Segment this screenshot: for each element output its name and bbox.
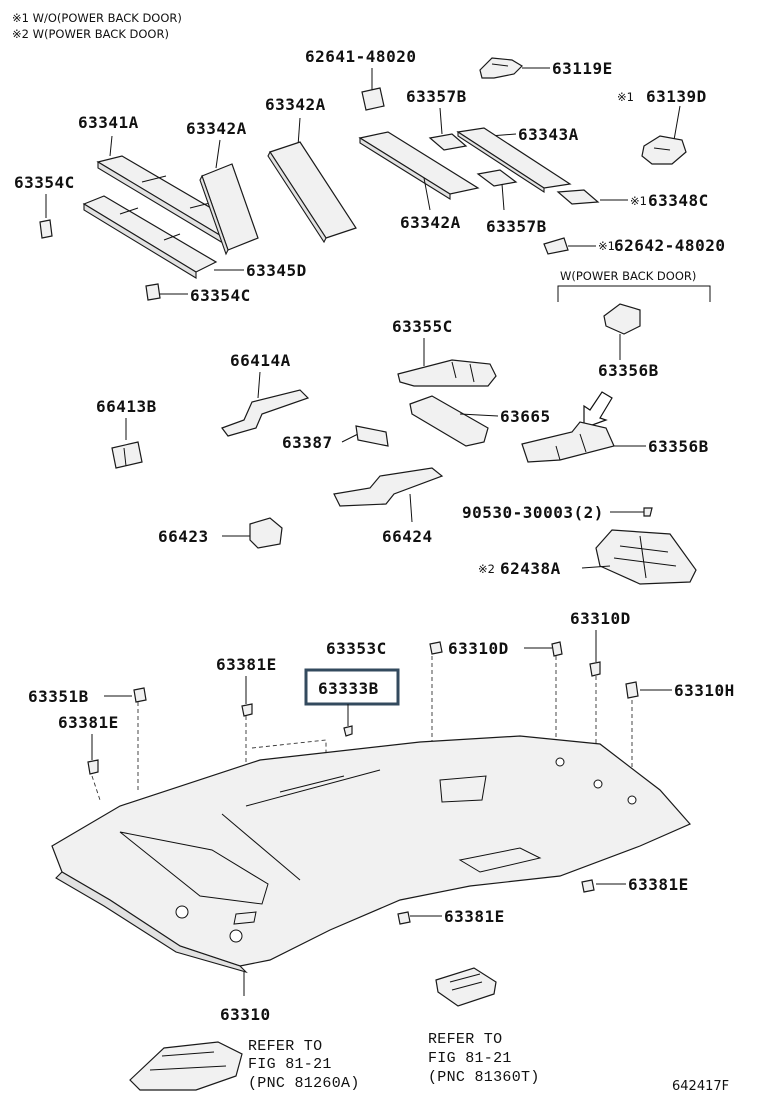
part-63357B-1[interactable] [428, 133, 468, 151]
label-63345D: 63345D [246, 261, 307, 280]
refer-left-line1: REFER TO [248, 1038, 322, 1055]
label-62641-48020: 62641-48020 [305, 47, 416, 66]
part-63139D[interactable] [641, 135, 687, 165]
part-63381E-clip-2[interactable] [87, 759, 99, 775]
label-90530-30003: 90530-30003(2) [462, 503, 604, 522]
label-63381E-3: 63381E [628, 875, 689, 894]
label-63351B: 63351B [28, 687, 89, 706]
part-63354C-1[interactable] [39, 219, 53, 239]
part-63310D-clip-a[interactable] [589, 661, 601, 677]
label-63119E: 63119E [552, 59, 613, 78]
part-62641-48020[interactable] [361, 87, 385, 111]
part-63353C[interactable] [429, 641, 443, 655]
refer-right-line1: REFER TO [428, 1031, 502, 1048]
label-63357B-1: 63357B [406, 87, 467, 106]
label-66413B: 66413B [96, 397, 157, 416]
label-63354C-1: 63354C [14, 173, 75, 192]
label-63341A: 63341A [78, 113, 139, 132]
w-power-back-door-label: W(POWER BACK DOOR) [560, 269, 696, 283]
label-63356B-1: 63356B [598, 361, 659, 380]
part-63356B-2[interactable] [521, 421, 615, 463]
label-63348C: 63348C [648, 191, 709, 210]
part-63342A-3[interactable] [358, 131, 480, 200]
part-63310H-clip[interactable] [625, 681, 639, 699]
label-63310D-b: 63310D [448, 639, 509, 658]
part-63356B-1[interactable] [603, 303, 641, 335]
part-66423[interactable] [249, 517, 283, 549]
part-63348C[interactable] [556, 189, 600, 205]
label-63139D: 63139D [646, 87, 707, 106]
mark-1-a: ※1 [617, 90, 634, 104]
part-62642-48020[interactable] [543, 237, 569, 255]
label-63387: 63387 [282, 433, 333, 452]
refer-right-line3: (PNC 81360T) [428, 1069, 540, 1086]
highlight-box-63333B[interactable] [304, 668, 400, 706]
note-2: ※2 W(POWER BACK DOOR) [12, 27, 169, 41]
label-66423: 66423 [158, 527, 209, 546]
part-62438A[interactable] [595, 529, 697, 585]
label-63343A: 63343A [518, 125, 579, 144]
part-63351B[interactable] [133, 687, 147, 703]
refer-left-line3: (PNC 81260A) [248, 1075, 360, 1092]
part-63355C[interactable] [397, 359, 497, 387]
label-63342A-2: 63342A [265, 95, 326, 114]
map-lamp-left[interactable] [129, 1041, 243, 1091]
part-63342A-2[interactable] [267, 141, 357, 244]
label-63354C-2: 63354C [190, 286, 251, 305]
part-63333B[interactable] [343, 725, 353, 737]
part-63310D-clip-b[interactable] [551, 641, 563, 657]
mark-1-c: ※1 [598, 239, 615, 253]
label-63342A-3: 63342A [400, 213, 461, 232]
label-62642-48020: 62642-48020 [614, 236, 725, 255]
part-63381E-clip-1[interactable] [241, 703, 253, 717]
direction-arrow-icon [583, 391, 613, 429]
label-63310D-top: 63310D [570, 609, 631, 628]
mark-2: ※2 [478, 562, 495, 576]
label-63310H: 63310H [674, 681, 735, 700]
part-63354C-2[interactable] [145, 283, 161, 301]
label-63353C: 63353C [326, 639, 387, 658]
part-63310-headliner[interactable] [51, 735, 691, 974]
part-63345D[interactable] [82, 195, 218, 279]
part-63665[interactable] [409, 395, 489, 447]
label-63355C: 63355C [392, 317, 453, 336]
label-66424: 66424 [382, 527, 433, 546]
part-63357B-2[interactable] [476, 169, 518, 187]
label-63665: 63665 [500, 407, 551, 426]
map-lamp-right[interactable] [435, 967, 497, 1007]
part-66414A[interactable] [221, 389, 310, 437]
label-63381E-1: 63381E [216, 655, 277, 674]
label-62438A: 62438A [500, 559, 561, 578]
label-63310: 63310 [220, 1005, 271, 1024]
label-63342A-1: 63342A [186, 119, 247, 138]
part-90530-30003[interactable] [643, 507, 653, 517]
label-66414A: 66414A [230, 351, 291, 370]
part-63119E[interactable] [479, 57, 523, 79]
figure-code: 642417F [672, 1079, 729, 1094]
part-63343A[interactable] [456, 127, 572, 194]
refer-right-line2: FIG 81-21 [428, 1050, 512, 1067]
part-66413B[interactable] [111, 441, 143, 469]
note-1: ※1 W/O(POWER BACK DOOR) [12, 11, 182, 25]
label-63381E-4: 63381E [444, 907, 505, 926]
refer-left-line2: FIG 81-21 [248, 1056, 332, 1073]
mark-1-b: ※1 [630, 194, 647, 208]
label-63357B-2: 63357B [486, 217, 547, 236]
part-63381E-clip-4[interactable] [397, 911, 411, 925]
label-63356B-2: 63356B [648, 437, 709, 456]
label-63333B: 63333B [318, 679, 379, 698]
part-63387[interactable] [355, 425, 389, 447]
label-63381E-2: 63381E [58, 713, 119, 732]
part-63342A-1[interactable] [199, 163, 259, 256]
part-63381E-clip-3[interactable] [581, 879, 595, 893]
part-66424[interactable] [333, 467, 444, 507]
